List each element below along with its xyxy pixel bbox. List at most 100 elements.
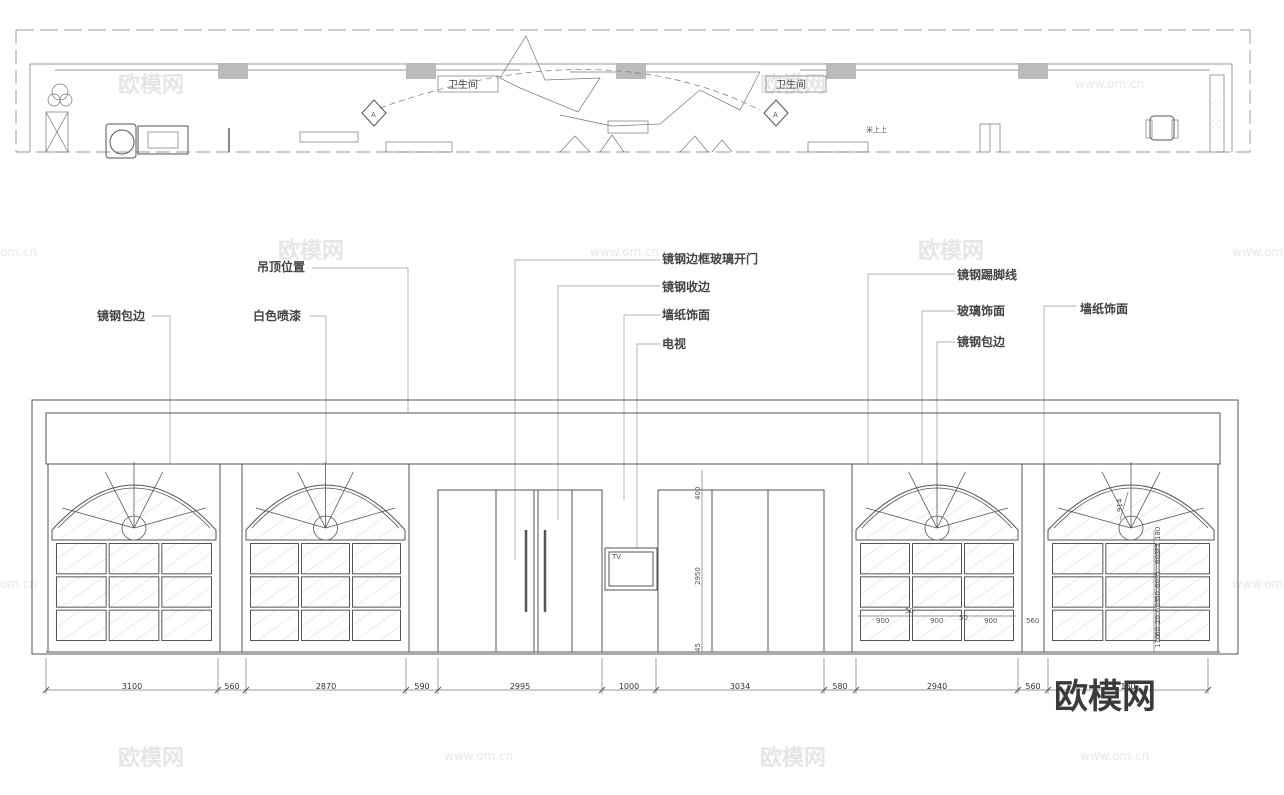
plan-room-tag-text: 卫生间: [448, 78, 478, 91]
dimension-label: 560: [224, 682, 239, 691]
leader-line: [557, 285, 660, 520]
annotation-mirror-steel-skirting: 镜钢踢脚线: [957, 267, 1017, 282]
sofa-icon: [105, 123, 137, 159]
annotation-mirror-steel-edge-right: 镜钢包边: [957, 334, 1006, 349]
plan-side-dashed-line: [15, 30, 1251, 152]
svg-text:914: 914: [1116, 498, 1124, 512]
plan-arc-line: [379, 69, 761, 111]
vertical-dimension-label: 180: [1154, 527, 1162, 540]
annotation-wallpaper-left: 墙纸饰面: [662, 307, 710, 322]
watermark-text: 欧模网: [118, 745, 184, 771]
window-bays: [47, 462, 1219, 653]
svg-text:A: A: [773, 111, 778, 119]
arched-window: [47, 462, 221, 653]
plan-counter: [559, 71, 761, 127]
chair-icon: [1149, 115, 1175, 141]
tv-icon: TV: [604, 547, 658, 591]
vertical-dimension-label: 75: [1154, 543, 1162, 552]
dimension-label: 2940: [927, 682, 947, 691]
annotation-wallpaper-right: 墙纸饰面: [1080, 301, 1128, 316]
plan-bench: [299, 131, 359, 143]
plan-column: [616, 63, 646, 79]
vertical-dimension-label: 603: [1154, 575, 1162, 588]
dimension-label: 1000: [619, 682, 639, 691]
plan-display-stands: [559, 134, 733, 153]
floor-plan: 卫生间 卫生间 A A 米上上: [15, 29, 1251, 159]
plan-desk: [607, 120, 649, 134]
inner-dimension-row: 900 900 900 560 50 50: [858, 607, 1039, 625]
plan-room-tag-text: 卫生间: [776, 78, 806, 91]
svg-text:560: 560: [1026, 617, 1039, 625]
plan-column: [826, 63, 856, 79]
watermark-url: om.cn: [0, 245, 37, 259]
svg-text:50: 50: [905, 607, 914, 615]
watermark-text: 欧模网: [118, 72, 184, 98]
watermark-text: 欧模网: [918, 238, 984, 264]
door-top-dim: 400: [694, 487, 702, 500]
door-bottom-dim: 45: [694, 643, 702, 652]
vertical-dimension-label: 20: [1154, 615, 1162, 624]
svg-text:TV: TV: [611, 553, 621, 561]
arch-radius-dim: 914: [1116, 491, 1129, 521]
dimension-label: 3034: [730, 682, 750, 691]
annotation-glass-door: 镜钢边框玻璃开门: [662, 251, 758, 266]
plan-cabinet: [807, 141, 869, 153]
arched-window: [851, 462, 1023, 653]
plan-column: [406, 63, 436, 79]
dimension-label: 580: [832, 682, 847, 691]
svg-text:A: A: [371, 111, 376, 119]
leader-line: [623, 314, 660, 500]
arched-window: [241, 462, 410, 653]
annotation-glass-finish: 玻璃饰面: [957, 303, 1005, 318]
watermark-layer: 欧模网 欧模网 欧模网 欧模网 欧模网 欧模网 欧模网 www.om.cn ww…: [0, 72, 1284, 771]
dimension-label: 560: [1025, 682, 1040, 691]
dimension-label: 130: [1120, 682, 1135, 691]
dimension-label: 2870: [316, 682, 336, 691]
plan-cabinet: [45, 111, 69, 153]
watermark-text: 欧模网: [278, 238, 344, 264]
vertical-dimension-label: 603: [1154, 599, 1162, 612]
watermark-url: om.cn: [0, 577, 37, 591]
plan-door: [979, 123, 1001, 152]
glass-door-right: 400 2950 45: [657, 470, 825, 653]
vertical-dimension-label: 5: [1154, 572, 1162, 576]
watermark-url: www.om.cn: [1232, 245, 1284, 259]
watermark-url: www.om.cn: [1075, 77, 1144, 91]
dimension-label: 590: [414, 682, 429, 691]
plan-ceiling-line: [55, 69, 1210, 73]
dimension-label: 3100: [122, 682, 142, 691]
plan-room-tag: [765, 75, 827, 93]
annotation-white-paint: 白色喷漆: [253, 308, 301, 323]
annotation-mirror-steel-trim: 镜钢收边: [662, 279, 711, 294]
section-marker: A: [361, 99, 387, 127]
vertical-dimension-label: 60: [1154, 627, 1162, 636]
ceiling-band: [45, 412, 1221, 465]
vertical-dimension-label: 50: [1154, 591, 1162, 600]
plan-wall-panel: [1209, 74, 1225, 153]
table-icon: [109, 129, 135, 155]
plan-side-text: 米上上: [866, 125, 887, 134]
section-marker: A: [763, 99, 789, 127]
plant-icon: [59, 93, 73, 107]
plant-icon: [51, 83, 69, 101]
svg-text:900: 900: [930, 617, 943, 625]
plan-room-tag: [437, 75, 499, 93]
vertical-dimension-label: 603: [1154, 551, 1162, 564]
watermark-text: 欧模网: [760, 745, 826, 771]
svg-text:900: 900: [876, 617, 889, 625]
door-height-dim: 2950: [694, 567, 702, 585]
plan-column: [218, 63, 248, 79]
annotation-ceiling-position: 吊顶位置: [257, 259, 305, 274]
plan-cabinet: [385, 141, 453, 153]
plan-column: [1018, 63, 1048, 79]
plan-star-feature: [499, 35, 601, 113]
sofa-icon: [137, 125, 189, 155]
glass-door-left: [437, 489, 603, 653]
elevation-wall: [31, 399, 1239, 655]
watermark-url: www.om.cn: [590, 245, 659, 259]
svg-text:50: 50: [959, 614, 968, 622]
vertical-dimension-label: 110: [1154, 635, 1162, 648]
watermark-url: www.om.cn: [1232, 577, 1284, 591]
